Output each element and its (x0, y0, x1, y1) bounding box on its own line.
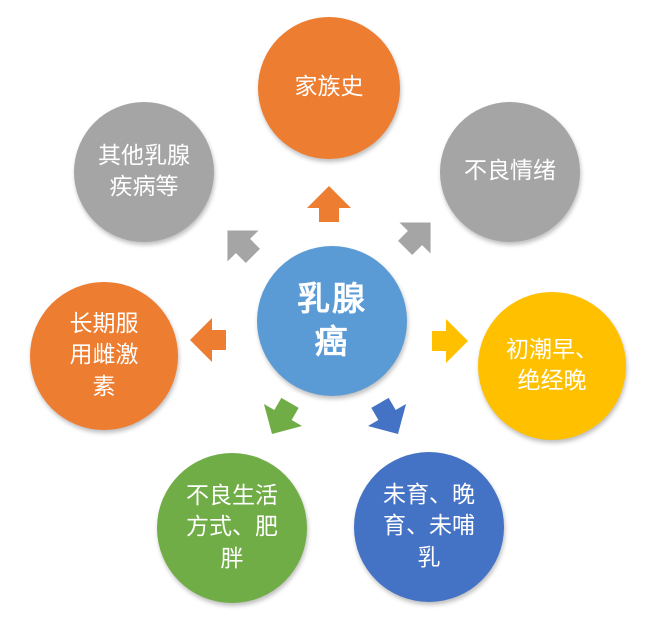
center-node-breast-cancer: 乳腺 癌 (257, 246, 407, 396)
node-label: 长期服 用雌激 素 (69, 311, 139, 400)
arrow-right-menarche (432, 319, 468, 363)
arrow-upleft-other (227, 230, 260, 263)
node-early-menarche: 初潮早、 绝经晚 (478, 292, 626, 440)
node-label: 未育、晚 育、未哺 乳 (383, 482, 475, 571)
node-label: 不良情绪 (464, 158, 556, 185)
node-label: 家族史 (294, 74, 364, 101)
arrow-downleft-lifestyle (263, 397, 303, 435)
node-bad-mood: 不良情绪 (440, 102, 580, 242)
node-label: 其他乳腺 疾病等 (98, 142, 190, 200)
arrow-upright-mood (398, 222, 431, 255)
arrow-up-family (307, 186, 351, 222)
node-family-history: 家族史 (258, 17, 400, 159)
node-label: 初潮早、 绝经晚 (506, 336, 598, 394)
node-estrogen-use: 长期服 用雌激 素 (30, 282, 178, 430)
arrow-downright-nursing (367, 397, 407, 435)
node-label: 不良生活 方式、肥 胖 (186, 483, 278, 572)
arrow-left-hormone (190, 318, 226, 362)
node-nulliparity: 未育、晚 育、未哺 乳 (354, 452, 504, 602)
center-label: 乳腺 癌 (297, 279, 367, 361)
node-lifestyle-obesity: 不良生活 方式、肥 胖 (157, 453, 307, 603)
node-other-breast-disease: 其他乳腺 疾病等 (74, 102, 214, 242)
